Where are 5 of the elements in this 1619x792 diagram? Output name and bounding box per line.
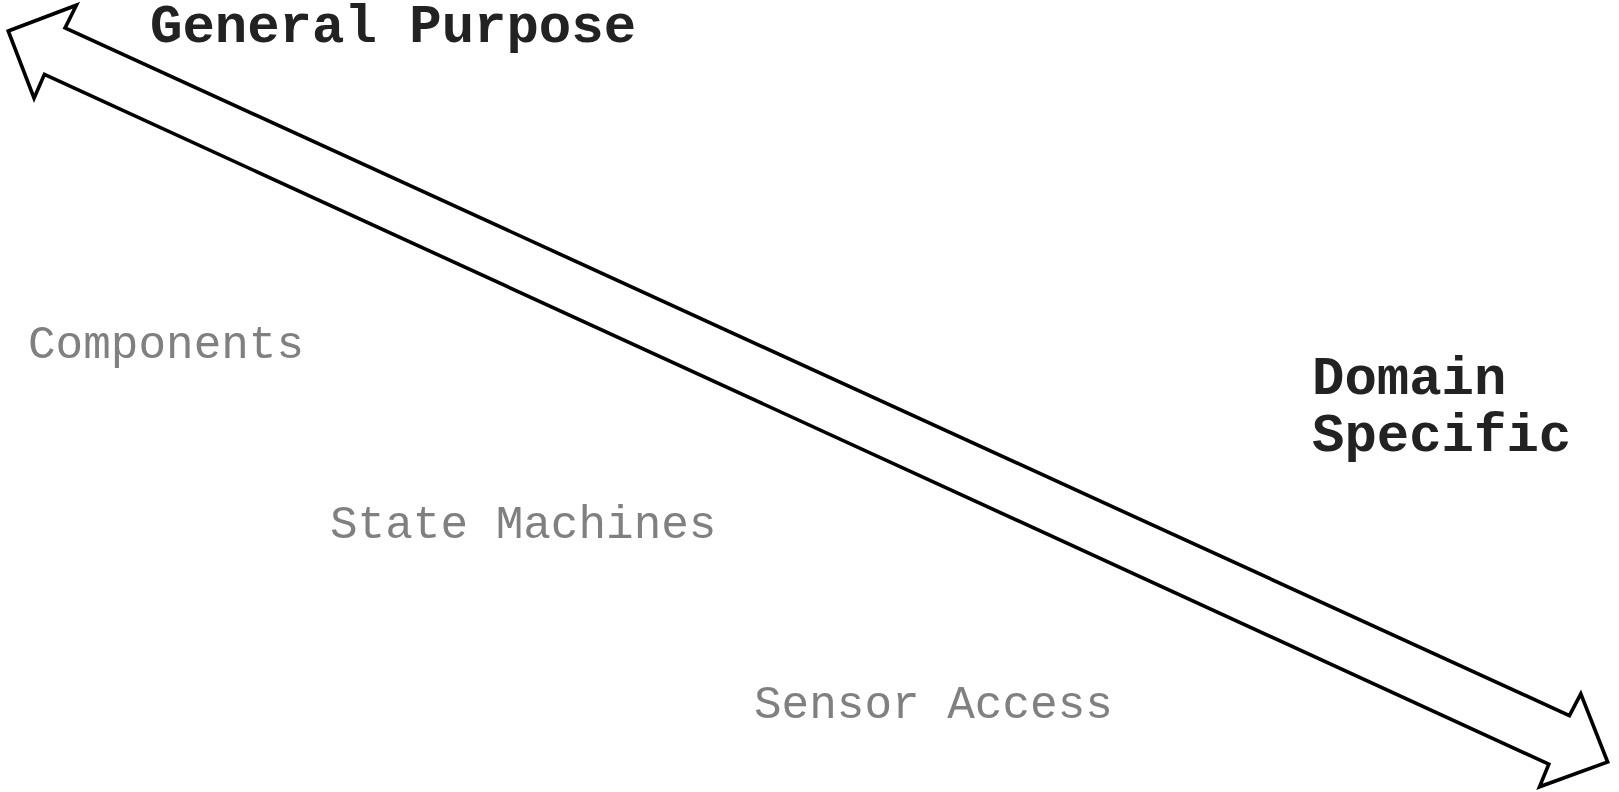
end-label: General Purpose bbox=[150, 0, 637, 57]
scale-label: Components bbox=[28, 322, 305, 371]
end-label: Domain Specific bbox=[1312, 352, 1573, 466]
scale-label: State Machines bbox=[330, 502, 717, 551]
scale-label: Sensor Access bbox=[754, 682, 1113, 731]
